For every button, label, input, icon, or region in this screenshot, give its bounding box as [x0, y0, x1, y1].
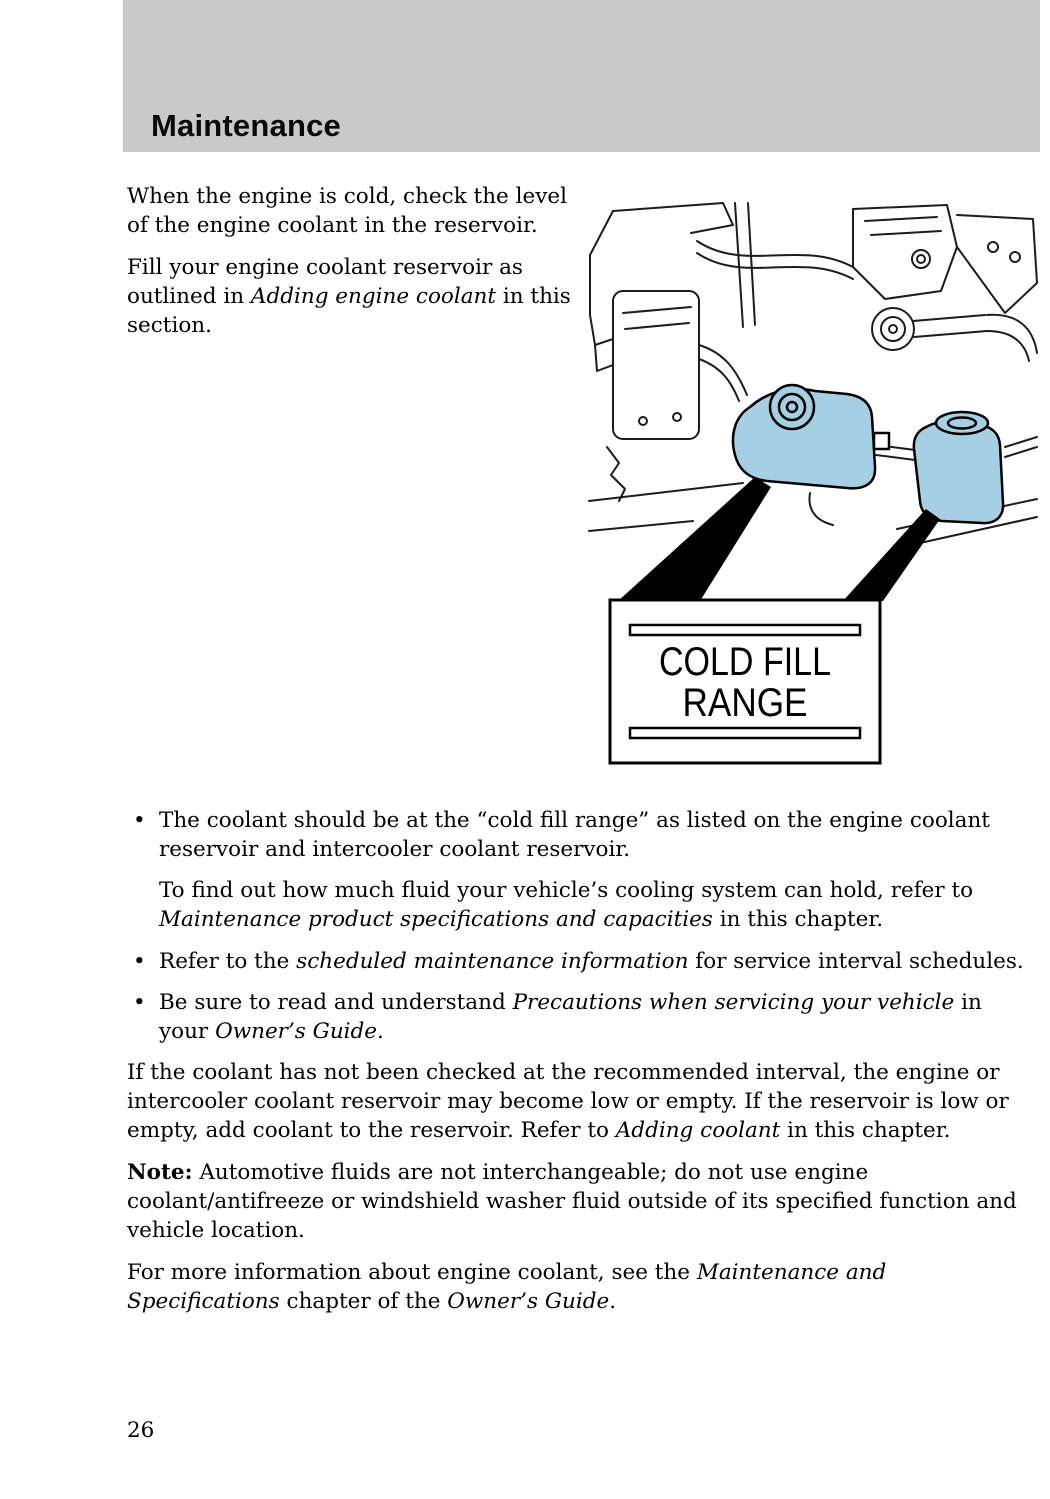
engine-bay-figure: COLD FILL RANGE — [585, 195, 1040, 770]
text-run: To find out how much fluid your vehicle’… — [159, 878, 974, 903]
body-text: • The coolant should be at the “cold fil… — [127, 806, 1027, 1329]
paragraph-fill-reservoir: Fill your engine coolant reservoir as ou… — [127, 253, 575, 340]
text-run: . — [377, 1019, 384, 1044]
text-run: The coolant should be at the “cold fill … — [159, 808, 990, 862]
text-run: For more information about engine coolan… — [127, 1260, 697, 1285]
text-run-italic: Precautions when servicing your vehicle — [512, 990, 955, 1015]
bullet-marker: • — [133, 808, 146, 833]
callout-text-line2: RANGE — [683, 681, 808, 725]
text-run: in this section. — [127, 284, 571, 338]
intercooler-coolant-reservoir — [912, 419, 1005, 525]
reservoir-fitting — [872, 431, 891, 451]
text-run-italic: Maintenance and Specifications — [127, 1260, 887, 1314]
text-run: Fill your engine coolant reservoir as ou… — [127, 255, 523, 309]
bullet-marker: • — [133, 990, 146, 1015]
bullet-item-cold-fill-range: • The coolant should be at the “cold fil… — [127, 806, 1027, 864]
paragraph-capacities: To find out how much fluid your vehicle’… — [127, 876, 1027, 934]
coolant-reservoir-cap — [768, 383, 816, 431]
coolant-reservoirs — [731, 383, 1005, 525]
intercooler-cap-ring — [946, 416, 978, 430]
text-run: If the coolant has not been checked at t… — [127, 1060, 1009, 1143]
callout-text-line1: COLD FILL — [659, 640, 831, 684]
text-run-italic: Maintenance product specifications and c… — [159, 907, 713, 932]
note-label: Note: — [127, 1160, 193, 1185]
bullet-text: Be sure to read and understand Precautio… — [159, 988, 1027, 1046]
cold-fill-callout: COLD FILL RANGE — [608, 477, 940, 765]
paragraph-check-level: When the engine is cold, check the level… — [127, 182, 575, 240]
bullet-text: The coolant should be at the “cold fill … — [159, 806, 1027, 864]
chapter-header-band: Maintenance — [123, 0, 1040, 152]
paragraph-more-info: For more information about engine coolan… — [127, 1258, 1027, 1316]
fill-level-bar-top — [628, 623, 862, 637]
text-run: in this chapter. — [712, 907, 884, 932]
text-run-italic: Owner’s Guide — [447, 1289, 610, 1314]
intercooler-reservoir-cap — [934, 410, 990, 436]
bullet-item-precautions: • Be sure to read and understand Precaut… — [127, 988, 1027, 1046]
bullet-item-scheduled-maintenance: • Refer to the scheduled maintenance inf… — [127, 947, 1027, 976]
text-run-italic: scheduled maintenance information — [296, 949, 689, 974]
cap-ring — [777, 392, 807, 422]
bullet-text: Refer to the scheduled maintenance infor… — [159, 947, 1027, 976]
text-run: chapter of the — [279, 1289, 448, 1314]
text-run: Automotive fluids are not interchangeabl… — [127, 1160, 1017, 1243]
text-run-italic: Adding engine coolant — [250, 284, 497, 309]
text-run: in your — [159, 990, 982, 1044]
text-run: When the engine is cold, check the level… — [127, 184, 567, 238]
text-run: Be sure to read and understand — [159, 990, 513, 1015]
page-number: 26 — [127, 1418, 155, 1443]
fill-level-bar-bottom — [628, 726, 862, 740]
text-run: in this chapter. — [780, 1118, 951, 1143]
callout-arrow-left — [618, 477, 771, 601]
text-run-italic: Adding coolant — [615, 1118, 781, 1143]
chapter-title: Maintenance — [151, 108, 341, 143]
cap-center — [785, 400, 799, 414]
bullet-marker: • — [133, 949, 146, 974]
text-run: . — [609, 1289, 617, 1314]
text-run-italic: Owner’s Guide — [215, 1019, 378, 1044]
text-run: for service interval schedules. — [688, 949, 1024, 974]
text-run: Refer to the — [159, 949, 297, 974]
paragraph-note: Note: Automotive fluids are not intercha… — [127, 1158, 1027, 1245]
engine-bay-illustration: COLD FILL RANGE — [588, 202, 1038, 765]
intro-text: When the engine is cold, check the level… — [127, 182, 575, 340]
callout-arrow-right — [843, 509, 940, 601]
paragraph-interval: If the coolant has not been checked at t… — [127, 1058, 1027, 1145]
